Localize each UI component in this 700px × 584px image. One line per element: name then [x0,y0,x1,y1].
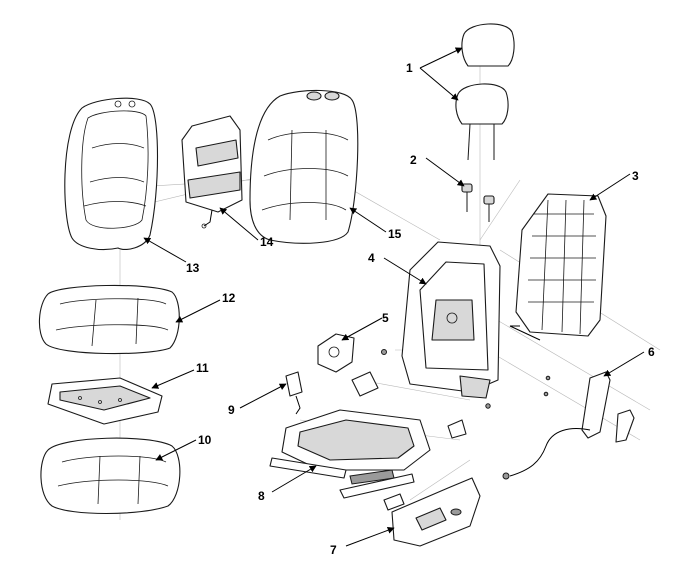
callout-3: 3 [632,169,639,183]
callout-10: 10 [198,433,212,447]
seatback-back-panel-part-3 [509,193,607,341]
callout-5: 5 [382,311,389,325]
callout-8: 8 [258,489,265,503]
seatback-frame-part-4 [401,241,501,399]
headrest-guide-part-2 [461,183,495,222]
callout-13: 13 [186,261,200,275]
callout-9: 9 [228,403,235,417]
callout-6: 6 [648,345,655,359]
seat-cushion-cover-part-12 [38,284,180,355]
callout-7: 7 [330,543,337,557]
seat-cushion-frame-part-8 [269,409,431,499]
seat-belt-buckle-part-9 [285,371,303,415]
recliner-bracket-part-5 [317,333,379,397]
callout-11: 11 [196,361,209,375]
side-shield-part-7 [391,477,481,547]
callout-labels: 1 2 3 4 5 6 7 8 9 10 11 12 13 14 15 [186,61,655,557]
seatback-cover-part-13 [64,97,159,251]
callout-15: 15 [388,227,402,241]
callout-4: 4 [368,251,375,265]
callout-14: 14 [260,235,274,249]
seat-cushion-pad-part-11 [47,377,163,425]
callout-1: 1 [406,61,413,75]
callout-leader-lines [143,47,645,547]
seatback-foam-part-15 [249,89,359,244]
callout-2: 2 [410,153,417,167]
headrest-part-1 [455,23,515,161]
side-trim-part-6 [502,371,635,480]
seat-cushion-foam-part-10 [40,437,181,514]
seatback-support-part-14 [181,115,243,229]
callout-12: 12 [222,291,236,305]
